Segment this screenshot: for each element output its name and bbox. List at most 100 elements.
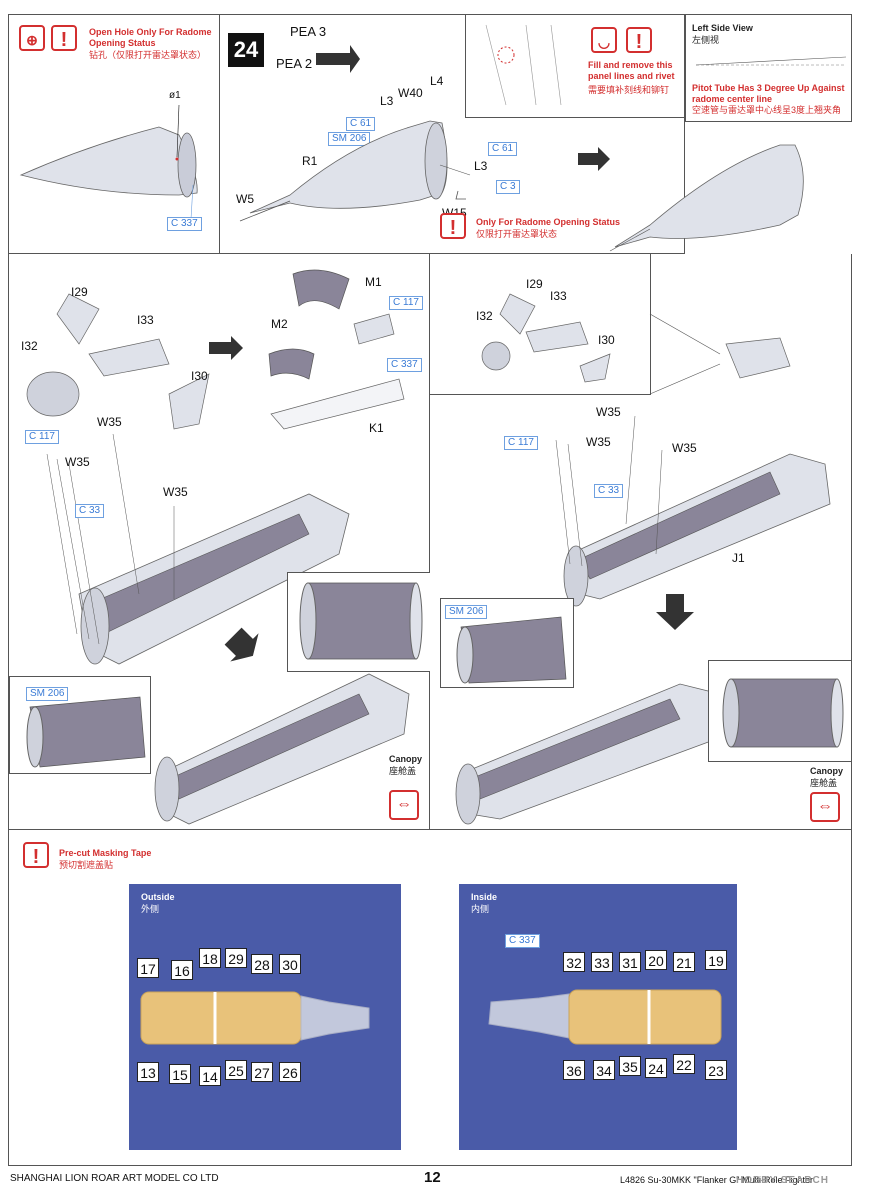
outside-photo: Outside 外侧 17 16 18 29 28 30 13 15 14 25…	[129, 884, 401, 1150]
radome-warning-icon: !	[440, 213, 466, 239]
ref-sm206-r: SM 206	[445, 605, 488, 619]
label-pea2: PEA 2	[276, 56, 313, 71]
inset-right-upper: SM 206	[440, 598, 574, 688]
side-view-title-cn: 左侧视	[692, 35, 720, 45]
label-w35-r-a: W35	[596, 405, 621, 419]
inside-label-cn: 内侧	[471, 904, 490, 914]
ref-c61-b: C 61	[488, 142, 518, 156]
cockpit-left-drawing	[26, 269, 410, 825]
tape-num: 28	[251, 954, 273, 974]
tape-num: 16	[171, 960, 193, 980]
radome-drawing	[19, 104, 198, 220]
pitot-diagram	[695, 56, 847, 66]
tape-num: 27	[251, 1062, 273, 1082]
label-k1: K1	[369, 421, 384, 435]
label-w35-b: W35	[65, 455, 90, 469]
tape-num: 14	[199, 1066, 221, 1086]
cockpit-right-drawing	[455, 313, 831, 825]
ref-c337: C 337	[167, 217, 202, 231]
tape-num: 29	[225, 948, 247, 968]
label-i32: I32	[21, 339, 38, 353]
step-24-panel: 24 PEA 3 PEA 2 W40 L4 L3 R1 W5 L3 W15 C …	[220, 14, 804, 254]
label-j1: J1	[732, 551, 745, 565]
label-w5: W5	[236, 192, 254, 206]
inset-lower: SM 206	[9, 676, 151, 774]
tape-num: 24	[645, 1058, 667, 1078]
footer-product: L4826 Su-30MKK "Flanker G" Multi-Role Fi…	[620, 1176, 813, 1185]
seat-sub-panel	[430, 254, 651, 395]
tape-num: 23	[705, 1060, 727, 1080]
tape-num: 18	[199, 948, 221, 968]
tape-num: 35	[619, 1056, 641, 1076]
ref-c337-a: C 337	[387, 358, 422, 372]
page-number: 12	[424, 1169, 441, 1186]
side-view-title: Left Side View	[692, 23, 753, 33]
label-l3-top: L3	[380, 94, 394, 108]
ref-c33-r: C 33	[594, 484, 624, 498]
tape-num: 25	[225, 1060, 247, 1080]
canopy-label: Canopy	[389, 754, 423, 764]
cockpit-right-panel: I29 I33 I32 I30 W35 W35 W35 J1 C 117 C 3…	[430, 254, 852, 830]
label-i30-r: I30	[598, 333, 615, 347]
tape-num: 13	[137, 1062, 159, 1082]
label-pea3: PEA 3	[290, 24, 327, 39]
fill-note: Fill and remove this panel lines and riv…	[588, 60, 675, 82]
tape-num: 17	[137, 958, 159, 978]
canopy-label-r: Canopy	[810, 766, 844, 776]
masking-title-cn: 预切割遮盖贴	[59, 860, 114, 870]
pitot-note: Pitot Tube Has 3 Degree Up Against radom…	[692, 83, 845, 105]
label-w35-r-b: W35	[586, 435, 611, 449]
radome-note: Only For Radome Opening Status	[476, 217, 621, 227]
label-l4: L4	[430, 74, 444, 88]
tape-num: 34	[593, 1060, 615, 1080]
watermark: HOBBY SEARCH	[736, 1175, 829, 1186]
tape-num: 32	[563, 952, 585, 972]
ref-sm206-a: SM 206	[26, 687, 69, 701]
label-w40: W40	[398, 86, 423, 100]
ref-sm206: SM 206	[328, 132, 371, 146]
ref-c117-b: C 117	[25, 430, 59, 444]
ref-c33-a: C 33	[75, 504, 105, 518]
label-i30: I30	[191, 369, 208, 383]
inset-panel-lines: ◡ ! Fill and remove this panel lines and…	[465, 15, 684, 118]
ref-c61-a: C 61	[346, 117, 376, 131]
hole-dimension: ø1	[169, 90, 181, 101]
tape-num: 19	[705, 950, 727, 970]
open-hole-warning-cn: 钻孔（仅限打开雷达罩状态）	[89, 50, 207, 60]
ref-c3: C 3	[496, 180, 520, 194]
outside-label: Outside	[141, 892, 175, 902]
masking-panel: ! Pre-cut Masking Tape 预切割遮盖贴 Outside 外侧…	[8, 830, 852, 1166]
outside-label-cn: 外侧	[141, 904, 160, 914]
label-w35-r-c: W35	[672, 441, 697, 455]
label-w35-c: W35	[163, 485, 188, 499]
tape-num: 22	[673, 1054, 695, 1074]
radome-hole-panel: ⊕ ! Open Hole Only For Radome Opening St…	[8, 14, 220, 254]
masking-warning-icon: !	[23, 842, 49, 868]
drill-icon: ⊕	[19, 25, 45, 51]
inside-label: Inside	[471, 892, 498, 902]
tape-num: 15	[169, 1064, 191, 1084]
fill-icon: ◡	[591, 27, 617, 53]
side-view-panel: Left Side View 左侧视 Pitot Tube Has 3 Degr…	[685, 14, 852, 122]
inset-upper	[287, 572, 431, 672]
open-hole-warning: Open Hole Only For Radome Opening Status	[89, 27, 212, 49]
inside-photo: Inside 内侧 C 337 32 33 31 20 21 19 36 34 …	[459, 884, 737, 1150]
radome-assembly-drawing	[239, 45, 804, 252]
canopy-swap-icon-r: ⇔	[810, 792, 840, 822]
label-m1: M1	[365, 275, 382, 289]
label-i33-r: I33	[550, 289, 567, 303]
tape-num: 20	[645, 950, 667, 970]
ref-c337-inside: C 337	[505, 934, 540, 948]
tape-num: 30	[279, 954, 301, 974]
footer-company: SHANGHAI LION ROAR ART MODEL CO LTD	[10, 1173, 219, 1184]
cockpit-left-panel: I29 I33 I32 I30 M1 M2 K1 W35 W35 W35 C 1…	[8, 254, 431, 830]
label-i33: I33	[137, 313, 154, 327]
fill-note-cn: 需要填补刻线和铆钉	[588, 85, 670, 95]
label-i29: I29	[71, 285, 88, 299]
label-r1: R1	[302, 154, 318, 168]
label-m2: M2	[271, 317, 288, 331]
tape-num: 36	[563, 1060, 585, 1080]
canopy-label-cn: 座舱盖	[389, 766, 417, 776]
tape-num: 33	[591, 952, 613, 972]
warning-icon: !	[51, 25, 77, 51]
